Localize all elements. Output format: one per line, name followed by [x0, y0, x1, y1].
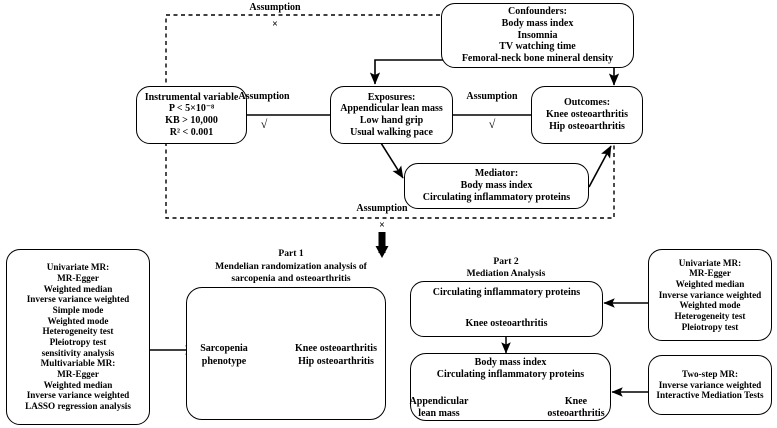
- assumption-exposure-outcome-label: Assumption: [466, 91, 518, 102]
- outcomes-line-1: Knee osteoarthritis: [546, 109, 628, 121]
- confounders-line-2: Insomnia: [517, 29, 558, 41]
- methods-right-top-line-4: Weighted mode: [679, 300, 741, 311]
- methods-right-bottom-line-1: Inverse variance weighted: [658, 379, 762, 390]
- iv-line-3: R² < 0.001: [169, 126, 214, 138]
- part1-source-0: Sarcopenia: [200, 343, 248, 354]
- assumption-iv-exposure-label: Assumption: [238, 91, 290, 102]
- exposures-line-0: Exposures:: [367, 91, 416, 103]
- iv-line-1: P < 5×10⁻⁸: [168, 103, 215, 115]
- methods-left-line-10: MR-Egger: [57, 369, 99, 380]
- methods-right-top-line-0: Univariate MR:: [678, 257, 742, 268]
- methods-right-top-box: Univariate MR: MR-Egger Weighted median …: [648, 249, 772, 341]
- assumption-exposure-outcome-mark: √: [488, 117, 496, 131]
- mediator-line-0: Mediator:: [474, 168, 519, 180]
- confounders-box: Confounders: Body mass index Insomnia TV…: [441, 3, 634, 68]
- part1-heading-0: Part 1: [278, 248, 304, 259]
- methods-left-line-9: Multivariable MR:: [40, 358, 116, 369]
- methods-left-line-6: Heterogeneity test: [42, 326, 114, 337]
- assumption-top-label: Assumption: [249, 2, 301, 13]
- methods-left-box: Univariate MR: MR-Egger Weighted median …: [6, 249, 150, 425]
- part2-step1-line-0: Circulating inflammatory proteins: [432, 287, 581, 298]
- part2-step2-left-0: Appendicular: [409, 396, 469, 407]
- methods-right-top-line-6: Pleiotropy test: [681, 321, 739, 332]
- methods-left-line-0: Univariate MR:: [46, 262, 110, 273]
- methods-left-line-11: Weighted median: [43, 379, 113, 390]
- confounders-line-1: Body mass index: [501, 17, 574, 29]
- methods-left-line-1: MR-Egger: [57, 272, 99, 283]
- mediator-line-2: Circulating inflammatory proteins: [422, 191, 571, 203]
- iv-line-0: Instrumental variable: [144, 91, 239, 103]
- methods-left-line-12: Inverse variance weighted: [26, 390, 130, 401]
- methods-left-line-8: sensitivity analysis: [41, 347, 115, 358]
- assumption-bottom-label: Assumption: [356, 203, 408, 214]
- part2-step1-box: Circulating inflammatory proteins Knee o…: [410, 281, 603, 337]
- part2-heading-0: Part 2: [493, 256, 519, 267]
- part1-box: [186, 287, 386, 420]
- part2-step2-top-line-0: Body mass index: [474, 357, 547, 368]
- exposures-line-2: Low hand grip: [359, 115, 424, 126]
- exposures-box: Exposures: Appendicular lean mass Low ha…: [330, 86, 453, 144]
- methods-right-bottom-line-0: Two-step MR:: [681, 368, 739, 379]
- methods-left-line-7: Pleiotropy test: [49, 337, 107, 347]
- assumption-dashed-top: [165, 14, 566, 90]
- assumption-iv-exposure-mark: √: [260, 117, 268, 131]
- confounders-line-0: Confounders:: [508, 6, 567, 18]
- mediator-box: Mediator: Body mass index Circulating in…: [404, 163, 589, 209]
- part2-heading-1: Mediation Analysis: [466, 268, 546, 279]
- part2-step2-right-1: osteoarthritis: [547, 408, 605, 419]
- iv-line-2: KB > 10,000: [165, 115, 218, 126]
- part2-step2-left-1: lean mass: [418, 408, 460, 419]
- arrow-section-transition: [375, 232, 389, 258]
- methods-left-line-5: Weighted mode: [47, 315, 109, 326]
- part1-target-0: Knee osteoarthritis: [295, 343, 377, 354]
- part2-step1-line-1: Knee osteoarthritis: [465, 318, 548, 330]
- methods-left-line-3: Inverse variance weighted: [26, 294, 130, 305]
- assumption-dashed-bottom: [165, 142, 615, 219]
- part1-heading-1: Mendelian randomization analysis of: [215, 261, 367, 272]
- part2-step2-box: [410, 353, 611, 421]
- outcomes-line-2: Hip osteoarthritis: [549, 120, 625, 132]
- mediator-line-1: Body mass index: [460, 180, 533, 192]
- part1-heading-2: sarcopenia and osteoarthritis: [231, 273, 351, 284]
- confounders-line-3: TV watching time: [499, 41, 576, 53]
- instrumental-variable-box: Instrumental variable P < 5×10⁻⁸ KB > 10…: [136, 86, 247, 144]
- outcomes-box: Outcomes: Knee osteoarthritis Hip osteoa…: [531, 86, 643, 144]
- outcomes-line-0: Outcomes:: [563, 97, 611, 109]
- part2-step2-top-line-1: Circulating inflammatory proteins: [436, 369, 585, 380]
- confounders-line-4: Femoral-neck bone mineral density: [461, 53, 614, 65]
- methods-left-line-13: LASSO regression analysis: [25, 401, 131, 412]
- exposures-line-1: Appendicular lean mass: [340, 103, 443, 115]
- assumption-bottom-mark: ×: [379, 220, 385, 231]
- part1-target-1: Hip osteoarthritis: [298, 356, 374, 367]
- methods-right-top-line-2: Weighted median: [675, 278, 745, 289]
- part1-source-1: phenotype: [201, 356, 247, 367]
- methods-left-line-2: Weighted median: [43, 283, 113, 294]
- methods-left-line-4: Simple mode: [52, 304, 104, 315]
- exposures-line-3: Usual walking pace: [350, 126, 433, 138]
- methods-right-top-line-3: Inverse variance weighted: [658, 289, 762, 300]
- part2-step2-right-0: Knee: [564, 396, 588, 407]
- assumption-top-mark: ×: [272, 19, 278, 30]
- arrow-mediator-to-outcomes: [588, 145, 612, 188]
- methods-right-bottom-box: Two-step MR: Inverse variance weighted I…: [648, 355, 772, 415]
- arrow-exposures-to-mediator: [380, 142, 404, 179]
- methods-right-top-line-1: MR-Egger: [689, 268, 731, 279]
- methods-right-top-line-5: Heterogeneity test: [674, 311, 746, 321]
- methods-right-bottom-line-2: Interactive Mediation Tests: [656, 390, 764, 401]
